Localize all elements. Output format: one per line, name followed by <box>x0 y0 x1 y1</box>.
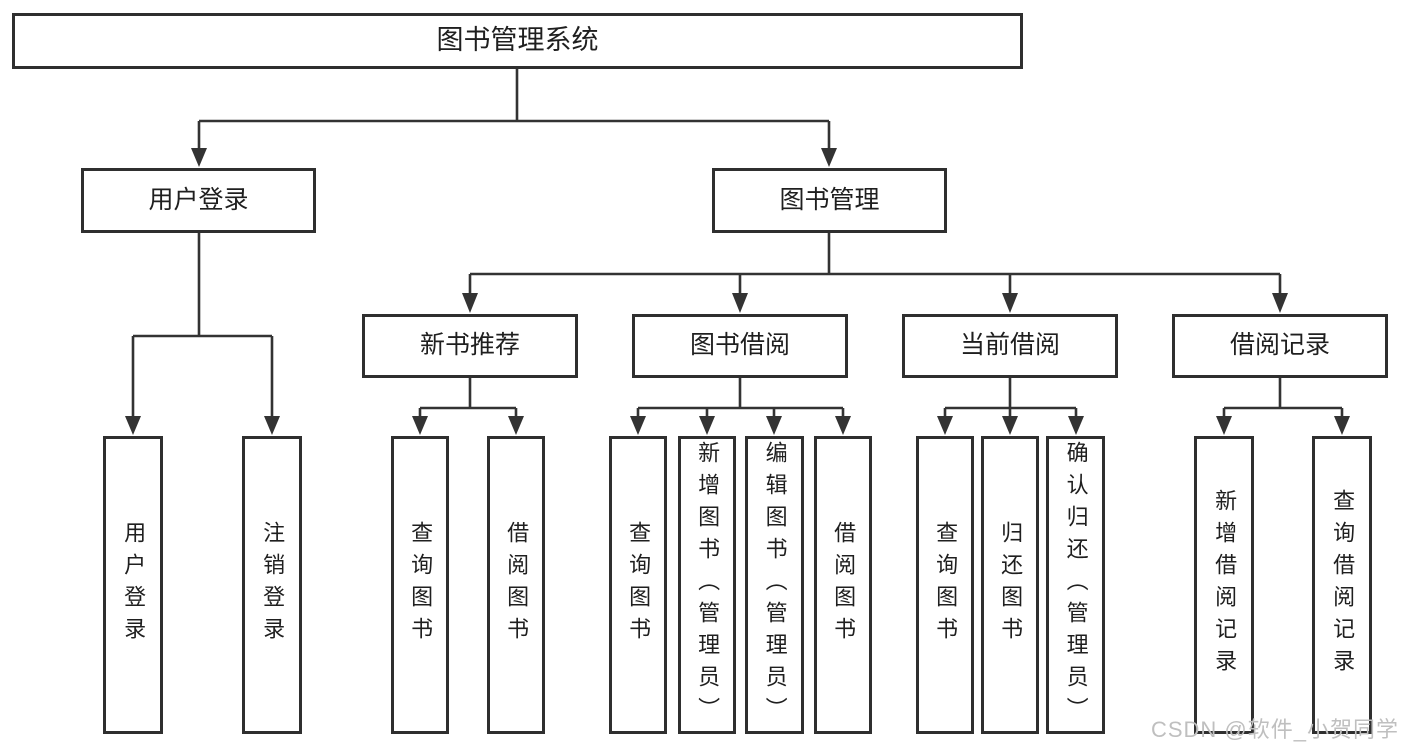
node-new-book-recommendation: 新书推荐 <box>362 314 578 378</box>
leaf-query-books-recommend: 查询图书 <box>391 436 449 734</box>
leaf-edit-book-admin: 编辑图书（管理员） <box>745 436 804 734</box>
csdn-watermark: CSDN @软件_小贺同学 <box>1150 717 1399 742</box>
node-user-login: 用户登录 <box>81 168 316 233</box>
node-book-borrowing: 图书借阅 <box>632 314 848 378</box>
node-current-borrowing: 当前借阅 <box>902 314 1118 378</box>
leaf-user-login: 用户登录 <box>103 436 163 734</box>
leaf-add-borrow-record: 新增借阅记录 <box>1194 436 1254 734</box>
leaf-return-book: 归还图书 <box>981 436 1039 734</box>
tree-edges <box>131 69 1344 423</box>
leaf-borrow-books: 借阅图书 <box>814 436 872 734</box>
leaf-logout: 注销登录 <box>242 436 302 734</box>
leaf-query-borrow-record: 查询借阅记录 <box>1312 436 1372 734</box>
node-book-management: 图书管理 <box>712 168 947 233</box>
node-borrowing-records: 借阅记录 <box>1172 314 1388 378</box>
leaf-confirm-return-admin: 确认归还（管理员） <box>1046 436 1105 734</box>
leaf-add-book-admin: 新增图书（管理员） <box>678 436 736 734</box>
leaf-query-books-current: 查询图书 <box>916 436 974 734</box>
leaf-query-books-borrowing: 查询图书 <box>609 436 667 734</box>
node-library-management-system: 图书管理系统 <box>12 13 1023 69</box>
leaf-borrow-books-recommend: 借阅图书 <box>487 436 545 734</box>
